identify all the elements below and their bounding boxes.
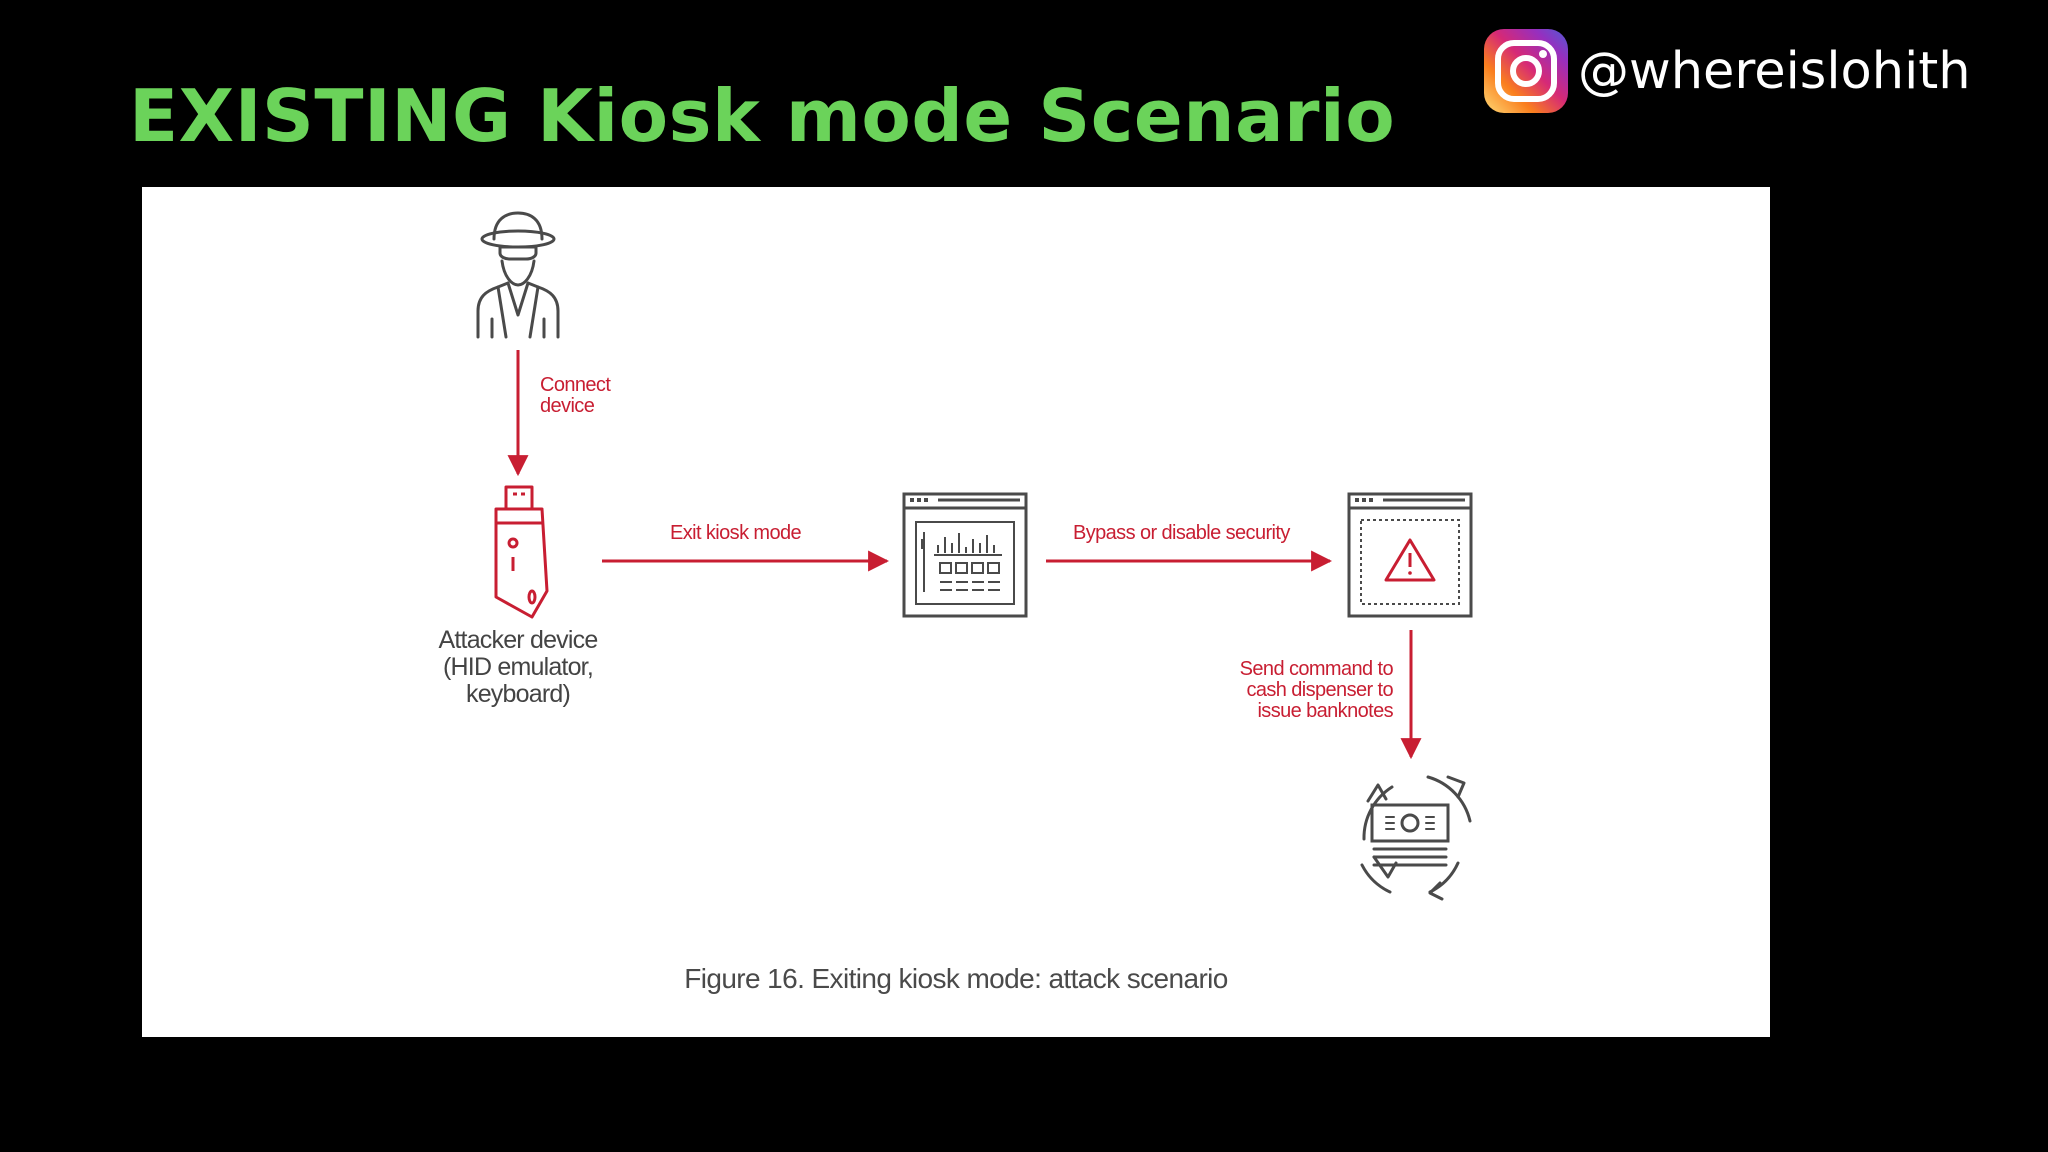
instagram-icon: [1484, 29, 1568, 113]
cash-dispenser-icon: [1360, 775, 1472, 901]
spy-attacker-icon: [476, 211, 560, 339]
edge-label-line: cash dispenser to: [1246, 679, 1393, 701]
edge-label-exit-kiosk: Exit kiosk mode: [670, 522, 802, 544]
instagram-handle: @whereislohith: [1578, 41, 1971, 101]
usb-device-icon: [494, 485, 549, 619]
edge-label-bypass-security: Bypass or disable security: [1073, 522, 1290, 544]
figure-panel: Connect device Exit kiosk mode Bypass or…: [142, 187, 1770, 1037]
edge-label-line: Send command to: [1239, 658, 1394, 680]
node-label-line: keyboard): [466, 680, 571, 708]
warning-window-icon: [1347, 492, 1473, 618]
node-label-line: (HID emulator,: [443, 653, 594, 681]
edge-label-line: issue banknotes: [1257, 700, 1393, 722]
node-label-line: Attacker device: [438, 626, 599, 654]
instagram-handle-badge: @whereislohith: [1484, 28, 1971, 114]
node-label-attacker-device: Attacker device (HID emulator, keyboard): [418, 627, 618, 708]
kiosk-app-window-icon: [902, 492, 1028, 618]
attack-flow-diagram: [476, 211, 1473, 901]
figure-caption: Figure 16. Exiting kiosk mode: attack sc…: [684, 963, 1228, 994]
edge-label-line: Connect: [540, 374, 611, 396]
edge-label-line: device: [540, 395, 595, 417]
edge-label-send-command: Send command to cash dispenser to issue …: [1239, 658, 1394, 722]
edge-label-connect-device: Connect device: [540, 374, 611, 417]
slide-title: EXISTING Kiosk mode Scenario: [129, 74, 1396, 158]
